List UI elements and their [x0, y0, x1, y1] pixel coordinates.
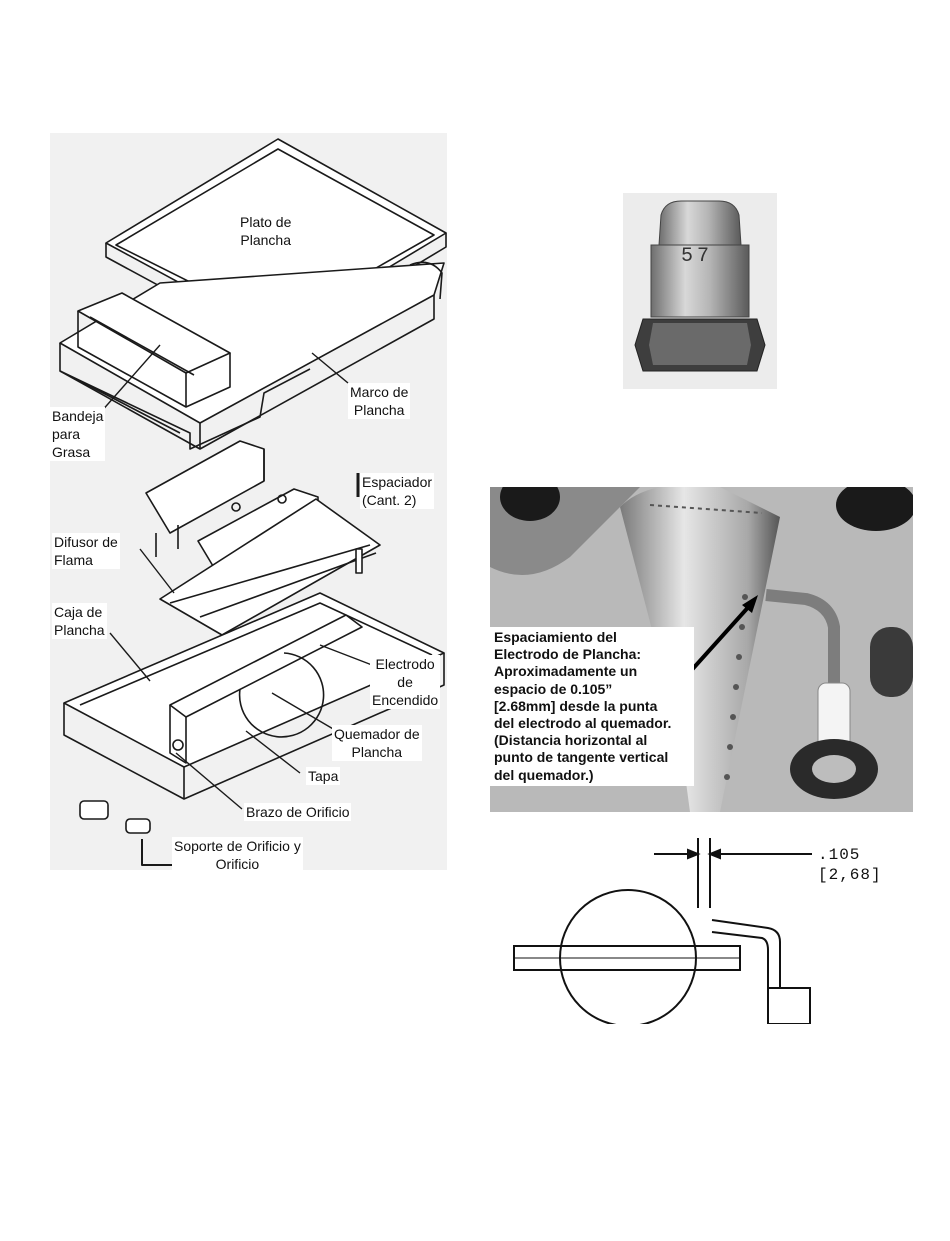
label-griddle-burner: Quemador de Plancha [332, 725, 422, 761]
label-orifice-holder: Soporte de Orificio y Orificio [172, 837, 303, 873]
orifice-holder-shape [79, 800, 180, 866]
dimension-imperial: .105 [818, 846, 861, 864]
label-orifice-arm: Brazo de Orificio [244, 803, 352, 821]
label-flame-diffuser: Difusor de Flama [52, 533, 120, 569]
label-griddle-plate: Plato de Plancha [238, 213, 294, 249]
exploded-view-diagram: Plato de Plancha Marco de Plancha Bandej… [50, 133, 447, 873]
orifice-photo: 57 [623, 193, 777, 389]
grease-tray-shape [77, 292, 231, 408]
label-spacer: Espaciador (Cant. 2) [360, 473, 435, 509]
electrode-photo: Espaciamiento del Electrodo de Plancha: … [490, 487, 913, 812]
dimension-drawing-shape [513, 838, 812, 1024]
exploded-view-drawing [59, 138, 447, 866]
orifice-stamp: 57 [681, 245, 714, 268]
label-ignition-electrode: Electrodo de Encendido [370, 655, 441, 709]
label-griddle-box: Caja de Plancha [52, 603, 107, 639]
orifice-shape [634, 200, 766, 372]
label-griddle-frame: Marco de Plancha [348, 383, 411, 419]
leader-lines [99, 344, 373, 810]
electrode-dimension-drawing: .105 [2,68] [512, 838, 886, 1024]
label-grease-tray: Bandeja para Grasa [50, 407, 106, 461]
electrode-spacing-callout: Espaciamiento del Electrodo de Plancha: … [490, 627, 694, 786]
frame-skirt-shape [59, 368, 311, 450]
label-cover: Tapa [306, 767, 341, 785]
flame-diffuser-shape [145, 440, 381, 636]
spacer-shapes [355, 473, 363, 574]
burner-shape [169, 614, 363, 764]
dimension-metric: [2,68] [818, 866, 882, 884]
